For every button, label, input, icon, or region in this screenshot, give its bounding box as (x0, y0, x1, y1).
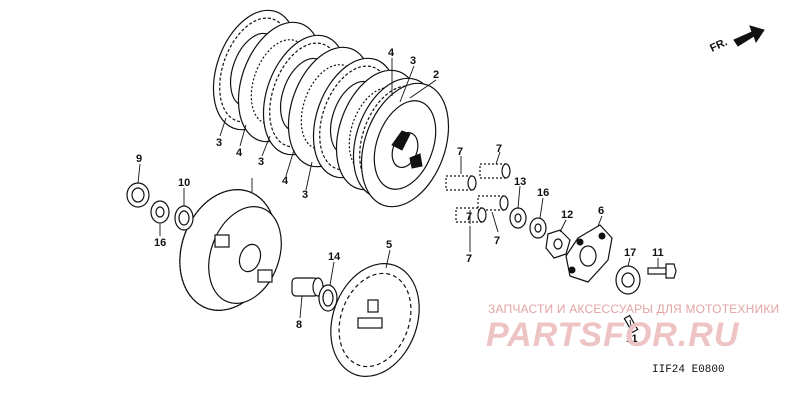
callout-labels: 2 4 3 3 4 3 4 3 7 7 7 7 7 13 16 12 6 17 … (136, 47, 664, 345)
callout-3a: 3 (410, 55, 416, 67)
pressure-plate-5[interactable] (316, 251, 435, 389)
washer-13[interactable] (509, 207, 527, 229)
lock-nut-12[interactable] (545, 229, 571, 259)
callout-7d: 7 (494, 235, 500, 247)
callout-10: 10 (178, 177, 190, 189)
leader-lines (137, 58, 659, 333)
lock-washer-16b[interactable] (529, 217, 547, 239)
spring-c[interactable] (477, 195, 509, 211)
spring-a[interactable] (445, 175, 477, 191)
watermark-logo: PARTSFOR.RU (486, 316, 740, 354)
lifter-bearing-17[interactable] (615, 265, 641, 295)
lifter-plate-6[interactable] (565, 224, 613, 283)
callout-7c: 7 (466, 211, 472, 223)
callout-14: 14 (328, 251, 341, 263)
callout-3c: 3 (258, 156, 264, 168)
oil-seal-9[interactable] (126, 182, 150, 208)
thrust-washer-10[interactable] (174, 205, 194, 231)
callout-7a: 7 (457, 146, 463, 158)
callout-4a: 4 (388, 47, 395, 59)
clutch-springs-7[interactable] (445, 163, 511, 223)
clutch-plate-stack (212, 9, 465, 219)
callout-13: 13 (514, 176, 526, 188)
watermark-tagline: ЗАПЧАСТИ И АКСЕССУАРЫ ДЛЯ МОТОТЕХНИКИ (488, 302, 780, 316)
callout-4b: 4 (236, 147, 243, 159)
spring-b[interactable] (479, 163, 511, 179)
lock-washer-16a[interactable] (150, 200, 170, 224)
spring-d[interactable] (455, 207, 487, 223)
callout-11a: 11 (652, 247, 664, 259)
callout-7b: 7 (496, 143, 502, 155)
callout-7e: 7 (466, 253, 472, 265)
callout-3d: 3 (302, 189, 308, 201)
callout-11b: 11 (626, 333, 638, 345)
callout-17: 17 (624, 247, 636, 259)
diagram-code: IIF24 E0800 (652, 364, 725, 376)
needle-bearing-8[interactable] (291, 277, 324, 297)
callout-8: 8 (296, 319, 302, 331)
clutch-outer-housing[interactable] (164, 176, 294, 324)
callout-2: 2 (433, 69, 439, 81)
front-arrow-icon (733, 25, 765, 47)
callout-3b: 3 (216, 137, 222, 149)
callout-5: 5 (386, 239, 392, 251)
callout-16a: 16 (154, 237, 166, 249)
front-direction-indicator: FR. (708, 25, 765, 55)
fr-label: FR. (708, 36, 729, 54)
callout-9: 9 (136, 153, 142, 165)
callout-6: 6 (598, 205, 604, 217)
thrust-washer-14[interactable] (318, 284, 338, 312)
callout-12: 12 (561, 209, 573, 221)
callout-4c: 4 (282, 175, 289, 187)
clutch-center-2[interactable] (346, 71, 465, 219)
bolt-11a[interactable] (647, 263, 677, 279)
callout-16b: 16 (537, 187, 549, 199)
